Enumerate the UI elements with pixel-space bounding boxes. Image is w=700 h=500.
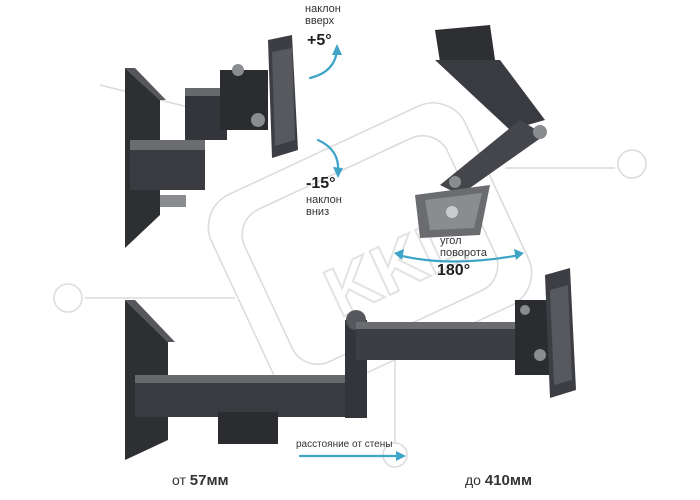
distance-caption: расстояние от стены <box>296 439 393 450</box>
tilt-down-label: наклон вниз <box>306 194 342 218</box>
tilt-up-value: +5° <box>307 32 332 49</box>
distance-max-prefix: до <box>465 472 481 488</box>
tilt-up-label-line1: наклон <box>305 3 341 15</box>
tilt-down-arrow-icon <box>316 138 340 174</box>
tilt-down-label-line1: наклон <box>306 194 342 206</box>
rotation-label: угол поворота <box>440 235 487 259</box>
distance-max: до 410мм <box>465 472 532 489</box>
tilt-up-label: наклон вверх <box>305 3 341 27</box>
tilt-up-label-line2: вверх <box>305 14 335 27</box>
distance-min-value: 57мм <box>189 472 229 489</box>
rotation-value: 180° <box>437 262 471 279</box>
rotation-arrow-icon <box>396 253 522 263</box>
distance-min: от 57мм <box>172 472 229 489</box>
distance-max-value: 410мм <box>484 472 533 489</box>
tilt-down-value: -15° <box>306 175 336 192</box>
distance-min-prefix: от <box>172 472 186 488</box>
rotation-label-line2: поворота <box>440 246 487 259</box>
tilt-down-label-line2: вниз <box>306 205 330 218</box>
rotation-label-line1: угол <box>440 235 462 247</box>
